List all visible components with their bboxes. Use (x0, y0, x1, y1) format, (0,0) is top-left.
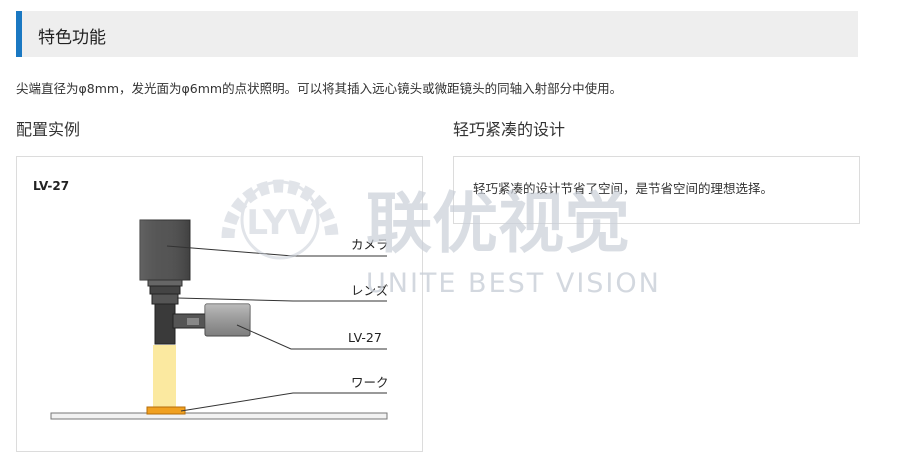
lv27-light-shade (205, 304, 250, 336)
callout-camera: カメラ (351, 237, 389, 252)
work-piece (146, 406, 186, 415)
compact-design-title: 轻巧紧凑的设计 (453, 120, 566, 139)
callout-lv27: LV-27 (348, 330, 382, 345)
lens-ring-3 (151, 293, 179, 305)
stage-plate (50, 412, 388, 420)
light-beam (153, 345, 176, 407)
camera-shade (140, 220, 190, 280)
config-diagram-box: LV-27 (16, 156, 423, 452)
diagram-model-label: LV-27 (33, 179, 69, 193)
feature-description: 尖端直径为φ8mm，发光面为φ6mm的点状照明。可以将其插入远心镜头或微距镜头的… (16, 81, 623, 96)
callout-work: ワーク (351, 375, 389, 390)
lens-barrel (154, 303, 176, 345)
config-example-title: 配置实例 (16, 120, 81, 139)
compact-design-text: 轻巧紧凑的设计节省了空间，是节省空间的理想选择。 (473, 181, 774, 196)
section-header: 特色功能 (16, 11, 858, 57)
lens-ring-2 (149, 285, 181, 295)
compact-design-box: 轻巧紧凑的设计节省了空间，是节省空间的理想选择。 (453, 156, 860, 224)
lens-ring-1 (147, 279, 183, 287)
coaxial-arm-highlight (187, 318, 199, 325)
leader-work (180, 392, 387, 412)
section-title: 特色功能 (38, 28, 106, 48)
configuration-diagram: LV-27 (33, 179, 389, 420)
leader-lens (176, 297, 387, 302)
header-accent-bar (16, 11, 22, 57)
leader-lv27 (236, 324, 387, 350)
callout-lens: レンズ (351, 283, 388, 298)
